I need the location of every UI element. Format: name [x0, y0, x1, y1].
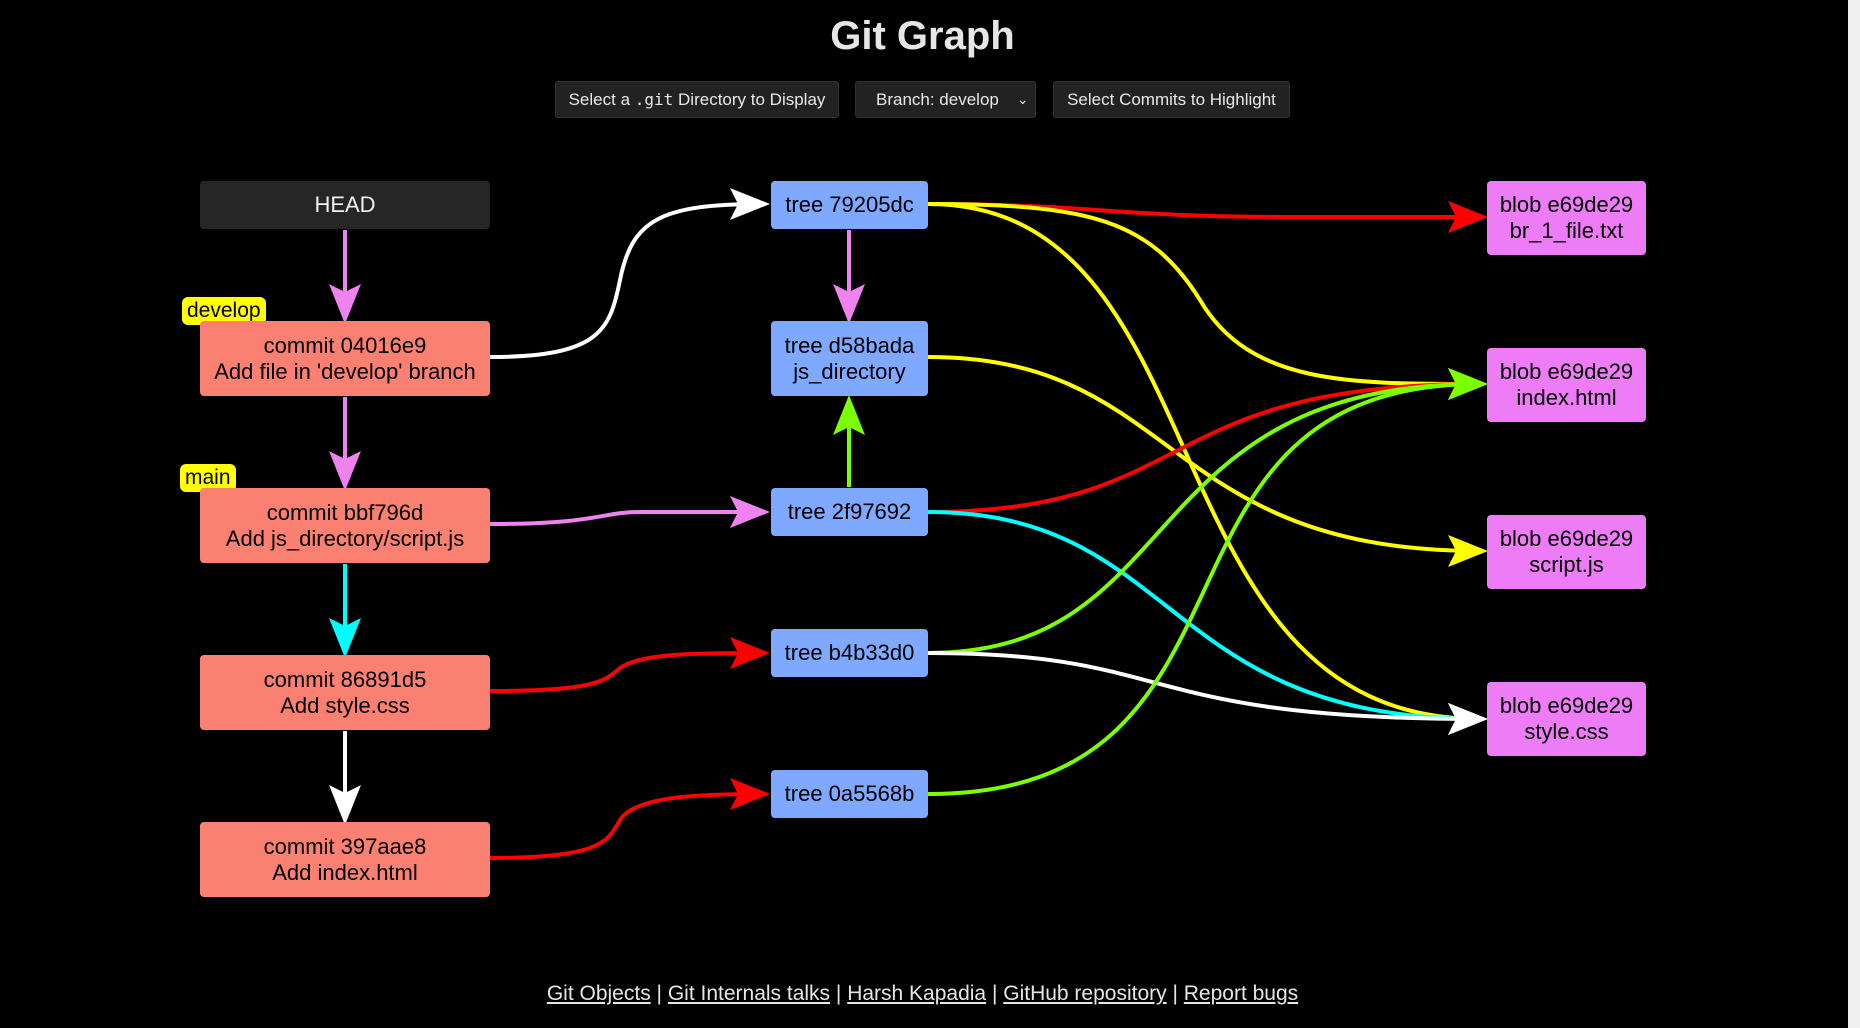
footer-link-git-internals-talks[interactable]: Git Internals talks: [667, 982, 831, 1005]
tree-node-b4b33d0[interactable]: tree b4b33d0: [771, 629, 928, 677]
branch-label-develop[interactable]: develop: [182, 297, 266, 325]
chevron-down-icon: ⌄: [1016, 91, 1029, 107]
edge-tree-0a5568b-index: [927, 368, 1488, 796]
edge-commit-86891d5-tree: [489, 637, 770, 693]
blob-name: script.js: [1529, 552, 1604, 577]
page-title: Git Graph: [830, 14, 1015, 58]
footer-separator: |: [1166, 982, 1184, 1005]
commit-message: Add file in 'develop' branch: [214, 358, 476, 384]
blob-id: blob e69de29: [1499, 359, 1634, 384]
commit-id: commit bbf796d: [266, 499, 424, 525]
edge-tree-79205dc-style: [927, 202, 1488, 735]
footer-link-report-bugs[interactable]: Report bugs: [1183, 982, 1299, 1005]
blob-id: blob e69de29: [1499, 526, 1634, 551]
edge-commit-bbf796d-tree: [489, 496, 770, 528]
footer-link-git-objects[interactable]: Git Objects: [546, 982, 651, 1005]
footer-link-harsh-kapadia[interactable]: Harsh Kapadia: [847, 982, 987, 1005]
head-label: HEAD: [314, 192, 376, 217]
branch-label-main[interactable]: main: [180, 464, 236, 492]
tree-id: tree 2f97692: [787, 499, 912, 524]
edge-tree-2f97692-index: [927, 368, 1488, 514]
edge-tree-2f97692-style: [927, 510, 1488, 735]
git-dir-code: .git: [634, 90, 674, 109]
blob-node-style-css[interactable]: blob e69de29 style.css: [1487, 682, 1646, 756]
select-dir-suffix: Directory to Display: [678, 89, 826, 109]
commit-message: Add style.css: [280, 692, 410, 718]
edge-tree-b4b33d0-index: [927, 368, 1488, 655]
footer: Git Objects | Git Internals talks | Hars…: [0, 982, 1845, 1006]
tree-id: tree 0a5568b: [784, 781, 915, 806]
tree-node-2f97692[interactable]: tree 2f97692: [771, 488, 928, 536]
tree-node-0a5568b[interactable]: tree 0a5568b: [771, 770, 928, 818]
select-git-directory-button[interactable]: Select a .git Directory to Display: [555, 81, 839, 118]
edge-tree-79205dc-index: [927, 202, 1488, 401]
branch-select[interactable]: Branch: develop ⌄: [855, 81, 1036, 118]
branch-select-value: Branch: develop: [876, 89, 999, 109]
commit-id: commit 86891d5: [263, 666, 427, 692]
highlight-commits-label: Select Commits to Highlight: [1067, 89, 1276, 109]
blob-name: br_1_file.txt: [1509, 218, 1624, 243]
commit-id: commit 397aae8: [263, 833, 427, 859]
footer-separator: |: [650, 982, 668, 1005]
edge-tree-79205dc-br1: [927, 201, 1488, 233]
blob-id: blob e69de29: [1499, 192, 1634, 217]
commit-node-bbf796d[interactable]: commit bbf796d Add js_directory/script.j…: [200, 488, 490, 563]
footer-link-github-repository[interactable]: GitHub repository: [1003, 982, 1167, 1005]
commit-node-397aae8[interactable]: commit 397aae8 Add index.html: [200, 822, 490, 897]
select-dir-prefix: Select a: [568, 89, 631, 109]
footer-separator: |: [830, 982, 848, 1005]
tree-id: tree 79205dc: [785, 192, 914, 217]
blob-name: style.css: [1524, 719, 1609, 744]
commit-node-86891d5[interactable]: commit 86891d5 Add style.css: [200, 655, 490, 730]
blob-node-script-js[interactable]: blob e69de29 script.js: [1487, 515, 1646, 589]
tree-id: tree d58bada: [784, 332, 915, 358]
blob-node-index-html[interactable]: blob e69de29 index.html: [1487, 348, 1646, 422]
tree-node-d58bada[interactable]: tree d58bada js_directory: [771, 321, 928, 396]
edge-tree-d58bada-script: [927, 355, 1488, 567]
commit-id: commit 04016e9: [263, 332, 427, 358]
commit-message: Add js_directory/script.js: [225, 525, 465, 551]
footer-separator: |: [986, 982, 1004, 1005]
head-node[interactable]: HEAD: [200, 181, 490, 229]
tree-name: js_directory: [793, 358, 906, 384]
blob-name: index.html: [1516, 385, 1617, 410]
blob-node-br-1-file[interactable]: blob e69de29 br_1_file.txt: [1487, 181, 1646, 255]
commit-message: Add index.html: [272, 859, 418, 885]
edge-commit-397aae8-tree: [489, 778, 770, 860]
commit-node-04016e9[interactable]: commit 04016e9 Add file in 'develop' bra…: [200, 321, 490, 396]
vertical-scrollbar[interactable]: [1848, 0, 1860, 1028]
edge-tree-b4b33d0-style: [927, 651, 1488, 735]
edge-commit-04016e9-tree: [489, 188, 770, 359]
tree-id: tree b4b33d0: [784, 640, 915, 665]
highlight-commits-button[interactable]: Select Commits to Highlight: [1053, 81, 1290, 118]
tree-node-79205dc[interactable]: tree 79205dc: [771, 181, 928, 229]
blob-id: blob e69de29: [1499, 693, 1634, 718]
